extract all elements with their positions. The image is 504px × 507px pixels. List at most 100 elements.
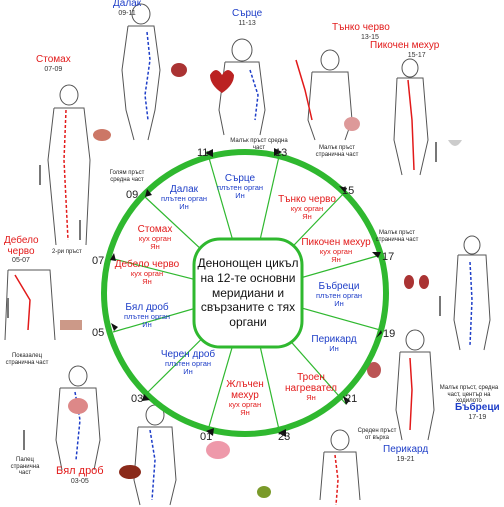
sector-tanko-chervo: Тънко черво кух орган Ян: [272, 194, 342, 222]
label-debelo-chervo: Дебело черво 05-07: [4, 235, 39, 264]
sector-name: Троен нагревател: [285, 372, 337, 394]
label-perikard: Перикард 19-21: [383, 444, 429, 463]
sector-name: Перикард: [311, 334, 357, 345]
sector-name: Тънко черво: [278, 194, 336, 205]
label-title: Стомах: [36, 54, 71, 65]
label-time: 09-11: [118, 9, 136, 17]
label-dalak: Далак 09-11: [113, 0, 141, 17]
center-title: Денонощен цикъл на 12-те основни меридиа…: [197, 256, 299, 329]
sector-name: Бъбреци: [318, 281, 360, 292]
hour-01: 01: [200, 431, 213, 443]
sector-sub1: плътен орган: [160, 194, 208, 203]
label-title: Дебело черво: [4, 235, 39, 257]
label-time: 03-05: [70, 477, 89, 485]
hour-17: 17: [382, 251, 395, 263]
sector-sub2: Ин: [183, 367, 193, 377]
meridian-lines: [14, 31, 473, 506]
label-time: 17-19: [468, 413, 487, 421]
sector-sub1: Ин: [329, 344, 339, 353]
hour-23: 23: [278, 431, 291, 443]
label-time: 15-17: [407, 51, 426, 59]
sector-name: Черен дроб: [160, 349, 216, 360]
note-palets: Палец странична част: [10, 457, 40, 477]
note-malak-prast-strana-1: Малък пръст странична част: [315, 145, 359, 158]
sector-sub1: кух орган: [319, 247, 353, 256]
sector-sub1: кух орган: [130, 269, 164, 278]
hour-05: 05: [92, 327, 105, 339]
label-byal-drob: Бял дроб 03-05: [56, 465, 104, 485]
outer-ring: [101, 149, 389, 437]
note-pokazalets: Показалец странична част: [5, 353, 49, 366]
sector-bubretsi: Бъбреци плътен орган Ин: [308, 281, 370, 309]
hour-21: 21: [345, 393, 358, 405]
label-bubretsi: Бъбреци 17-19: [455, 402, 500, 421]
sector-sub1: плътен орган: [315, 291, 363, 300]
note-golyam-prast: Голям пръст средна част: [109, 170, 145, 183]
sector-sub2: Ин: [334, 299, 344, 309]
note-malak-prast-strana-2: Малък пръст странична част: [375, 230, 419, 243]
sector-debelo-chervo: Дебело черво кух орган Ян: [110, 259, 184, 287]
label-pikochen-mehur: Пикочен мехур 15-17: [370, 40, 440, 59]
sector-sub1: плътен орган: [216, 183, 264, 192]
sector-name: Стомах: [137, 224, 173, 235]
sector-sub1: кух орган: [228, 400, 262, 409]
sector-sub2: Ин: [235, 191, 245, 201]
sector-name: Бял дроб: [125, 302, 169, 313]
label-stomah: Стомах 07-09: [36, 54, 71, 73]
hour-15: 15: [342, 185, 355, 197]
label-title: Пикочен мехур: [370, 40, 440, 51]
sector-name: Дебело черво: [114, 259, 180, 270]
label-title: Сърце: [232, 8, 263, 19]
sector-sub2: Ин: [179, 202, 189, 212]
sector-sub2: Ян: [150, 242, 160, 252]
hour-07: 07: [92, 255, 105, 267]
sector-zhlachen-mehur: Жлъчен мехур кух орган Ян: [216, 379, 274, 418]
organ-icons: [60, 63, 462, 498]
sector-sub1: Ян: [306, 393, 316, 402]
sector-name: Далак: [169, 184, 199, 195]
note-vtori-prast: 2-ри пръст: [52, 249, 82, 255]
label-title: Бял дроб: [56, 465, 104, 477]
hour-11: 11: [197, 147, 209, 159]
note-malak-sreda: Малък пръст, средна част, център на ходи…: [439, 385, 499, 405]
label-time: 19-21: [396, 455, 415, 463]
label-time: 13-15: [360, 33, 379, 41]
sector-sub2: Ян: [240, 408, 250, 418]
sector-sub2: Ян: [331, 255, 341, 265]
label-title: Далак: [113, 0, 142, 9]
sector-troen-nagrevatel: Троен нагревател Ян: [278, 372, 344, 402]
sector-sartse: Сърце плътен орган Ин: [214, 173, 266, 201]
sector-sub2: Ян: [142, 277, 152, 287]
sector-name: Сърце: [224, 173, 256, 184]
label-time: 07-09: [44, 65, 63, 73]
hour-19: 19: [383, 328, 396, 340]
sector-dalak: Далак плътен орган Ин: [152, 184, 216, 212]
sector-sub2: Ян: [302, 212, 312, 222]
label-title: Перикард: [383, 444, 429, 455]
sector-sub1: кух орган: [138, 234, 172, 243]
center-box: [192, 237, 304, 349]
label-time: 05-07: [12, 257, 30, 264]
sector-stomah: Стомах кух орган Ян: [122, 224, 188, 252]
label-tanko-chervo: Тънко черво 13-15: [332, 22, 390, 41]
sector-sub1: кух орган: [290, 204, 324, 213]
sector-perikard: Перикард Ин: [304, 334, 364, 353]
label-time: 11-13: [238, 19, 256, 27]
ring-arrows: [110, 148, 382, 437]
sector-pikochen-mehur: Пикочен мехур кух орган Ян: [300, 237, 372, 265]
sector-byal-drob: Бял дроб плътен орган Ин: [116, 302, 178, 330]
sector-cheren-drob: Черен дроб плътен орган Ин: [156, 349, 220, 377]
hour-03: 03: [131, 393, 144, 405]
label-title: Бъбреци: [455, 402, 500, 413]
label-title: Тънко черво: [332, 22, 390, 33]
hour-09: 09: [126, 189, 139, 201]
sector-sub1: плътен орган: [123, 312, 171, 321]
direction-arrows: [7, 142, 441, 450]
label-sartse: Сърце 11-13: [232, 8, 263, 27]
note-sreden-prast: Среден пръст от върха: [357, 428, 397, 441]
hour-13: 13: [275, 147, 288, 159]
sector-sub2: Ин: [142, 320, 152, 330]
note-malak-prast-sredna: Малък пръст средна част: [230, 138, 288, 151]
sector-name: Пикочен мехур: [301, 237, 371, 248]
